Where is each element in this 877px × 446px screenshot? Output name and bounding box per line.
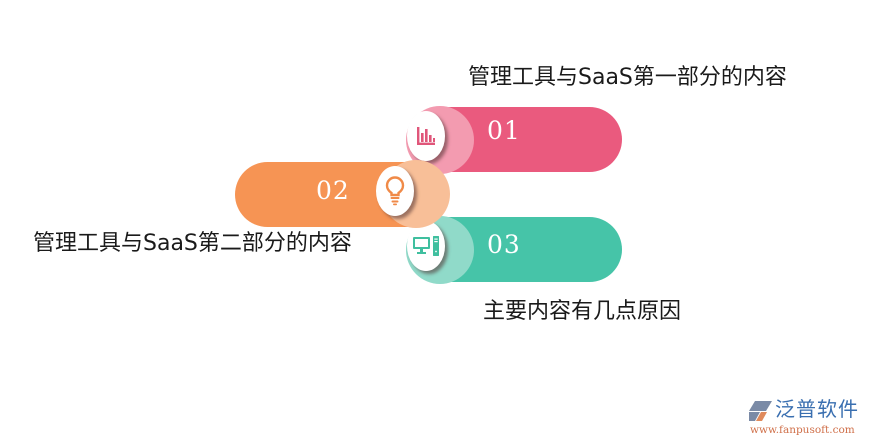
desktop-computer-icon: [413, 236, 439, 256]
fanpu-logo-icon: [749, 401, 772, 421]
watermark-logo: 泛普软件 www.fanpusoft.com: [748, 398, 873, 440]
step-2-icon-disc: [376, 166, 414, 216]
watermark-url: www.fanpusoft.com: [750, 424, 855, 436]
step-1-icon-disc: [407, 111, 445, 161]
lightbulb-icon: [385, 176, 405, 206]
step-3-number: 03: [487, 230, 521, 259]
step-1-number: 01: [487, 116, 521, 145]
step-3-label: 主要内容有几点原因: [483, 299, 682, 324]
bar-chart-icon: [417, 127, 435, 145]
watermark-brand: 泛普软件: [775, 397, 859, 421]
step-2-number: 02: [316, 176, 350, 205]
step-2-label: 管理工具与SaaS第二部分的内容: [33, 231, 352, 256]
step-1-label: 管理工具与SaaS第一部分的内容: [468, 65, 787, 90]
step-3-icon-disc: [407, 221, 445, 271]
